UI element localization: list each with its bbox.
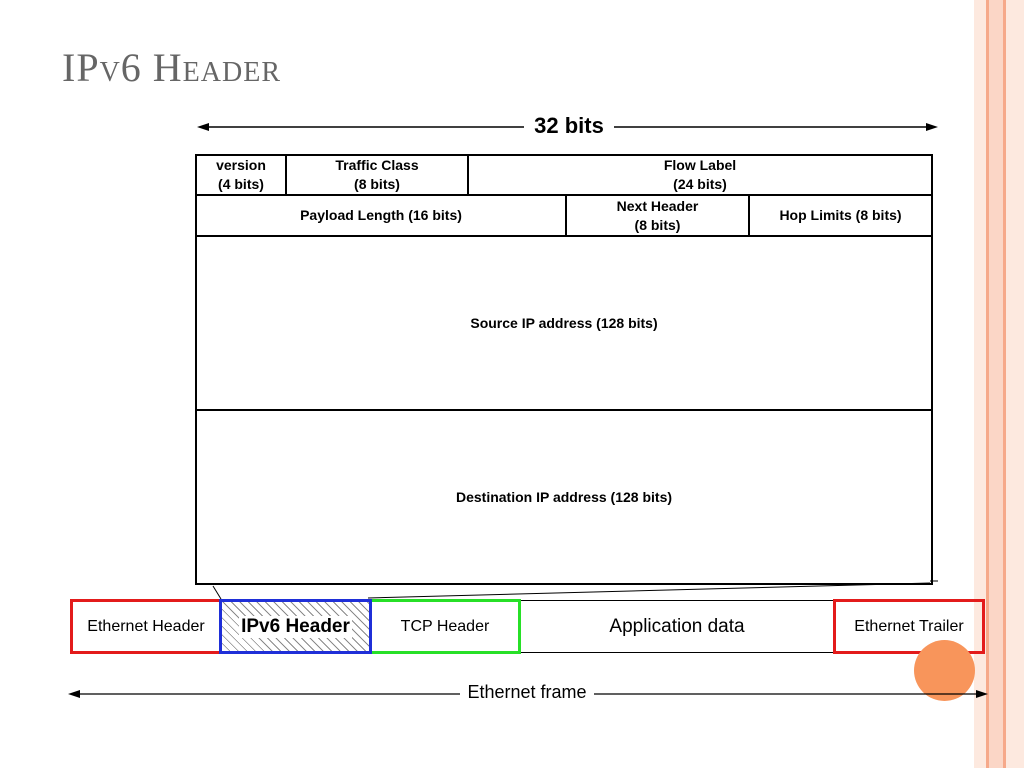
field-size: (8 bits) bbox=[354, 176, 400, 192]
segment-label: Ethernet Trailer bbox=[854, 617, 964, 635]
field-label: Destination IP address (128 bits) bbox=[455, 488, 673, 505]
field-name: Next Header bbox=[616, 197, 699, 214]
field-traffic-class: Traffic Class (8 bits) bbox=[287, 154, 469, 196]
field-label: Payload Length (16 bits) bbox=[300, 207, 462, 223]
segment-tcp-header: TCP Header bbox=[369, 599, 521, 654]
field-size: (8 bits) bbox=[634, 216, 681, 233]
segment-label: TCP Header bbox=[400, 617, 490, 635]
field-label: Source IP address (128 bits) bbox=[470, 314, 658, 331]
segment-label: IPv6 Header bbox=[239, 615, 352, 638]
field-version: version (4 bits) bbox=[195, 154, 287, 196]
field-source-address: Source IP address (128 bits) bbox=[195, 237, 933, 411]
field-flow-label: Flow Label (24 bits) bbox=[469, 154, 933, 196]
slide-title: IPv6 Header bbox=[62, 45, 281, 90]
ipv6-header-table: version (4 bits) Traffic Class (8 bits) … bbox=[195, 154, 933, 585]
segment-label: Ethernet Header bbox=[87, 617, 205, 635]
field-destination-address: Destination IP address (128 bits) bbox=[195, 411, 933, 585]
decorative-stripes bbox=[974, 0, 1024, 768]
field-size: (24 bits) bbox=[673, 176, 727, 192]
stripe bbox=[986, 0, 989, 768]
field-name: version bbox=[216, 157, 266, 173]
field-name: Flow Label bbox=[663, 157, 737, 173]
field-name: Traffic Class bbox=[335, 157, 419, 173]
stripe bbox=[1003, 0, 1006, 768]
segment-label: Application data bbox=[609, 615, 745, 637]
field-payload-length: Payload Length (16 bits) bbox=[195, 196, 567, 237]
stripe bbox=[974, 0, 986, 768]
segment-ipv6-header: IPv6 Header bbox=[219, 599, 372, 654]
segment-ethernet-trailer: Ethernet Trailer bbox=[833, 599, 985, 654]
decorative-circle bbox=[914, 640, 975, 701]
ethernet-frame-label: Ethernet frame bbox=[460, 682, 594, 703]
field-next-header: Next Header (8 bits) bbox=[567, 196, 750, 237]
segment-application-data: Application data bbox=[519, 600, 835, 653]
stripe bbox=[989, 0, 1003, 768]
field-label: Hop Limits (8 bits) bbox=[779, 207, 902, 223]
bits-width-label: 32 bits bbox=[524, 113, 614, 139]
segment-ethernet-header: Ethernet Header bbox=[70, 599, 222, 654]
field-size: (4 bits) bbox=[218, 176, 264, 192]
field-hop-limits: Hop Limits (8 bits) bbox=[750, 196, 933, 237]
stripe bbox=[1006, 0, 1024, 768]
